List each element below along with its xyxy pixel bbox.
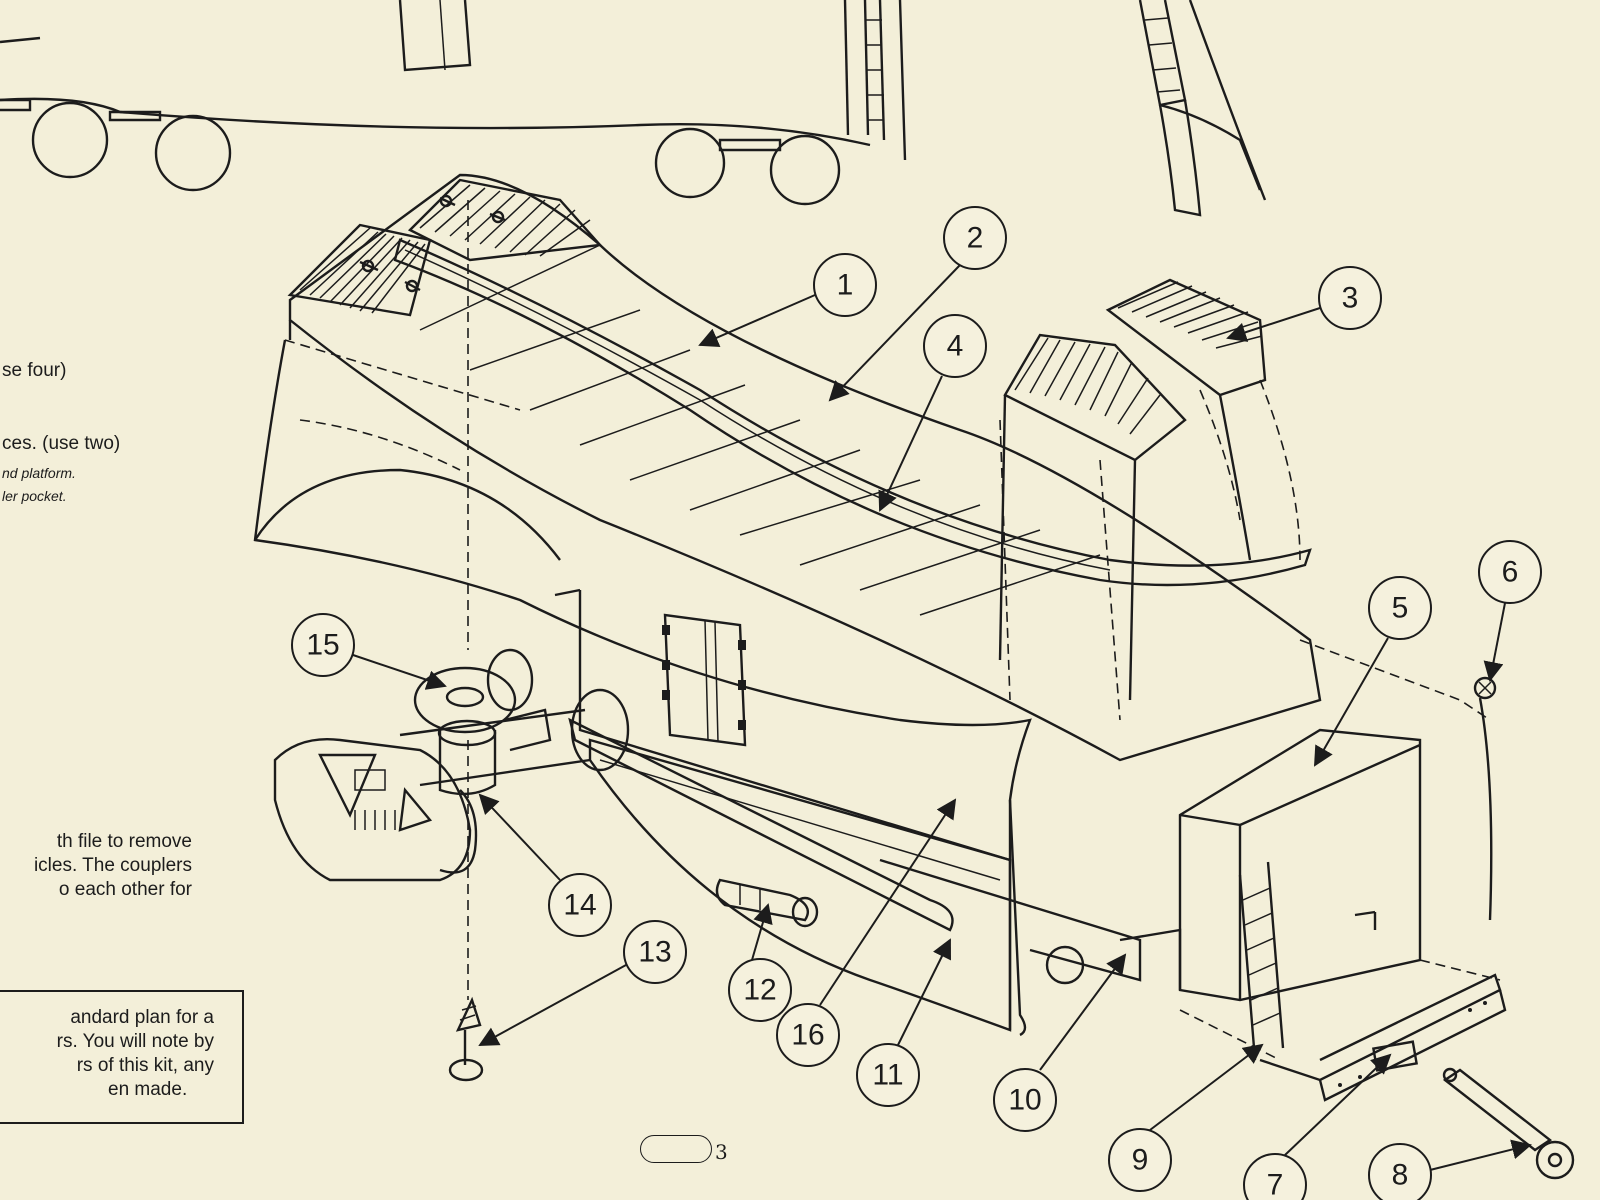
uncoupling-lever	[1442, 1067, 1575, 1180]
callout-2: 2	[943, 206, 1007, 270]
svg-text:4: 4	[947, 330, 964, 363]
side-note-1: se four)	[2, 360, 67, 381]
instruction-paragraph: th file to remove icles. The couplers o …	[2, 830, 192, 902]
brake-wheel-staff	[1473, 676, 1497, 921]
svg-text:12: 12	[743, 974, 776, 1007]
end-platform	[1119, 639, 1507, 1102]
boxed-note-line-1: andard plan for a	[70, 1007, 214, 1028]
svg-text:11: 11	[872, 1059, 903, 1092]
svg-text:2: 2	[967, 222, 984, 255]
car-body	[253, 339, 1142, 1037]
callout-13: 13	[623, 920, 687, 984]
side-note-2: ces. (use two)	[2, 433, 121, 454]
coupler-part	[715, 878, 819, 928]
roof-assembly	[287, 173, 1322, 762]
callout-3: 3	[1318, 266, 1382, 330]
paragraph-line-2: icles. The couplers	[33, 855, 192, 876]
svg-text:5: 5	[1392, 592, 1409, 625]
boxed-note-line-4: en made.	[108, 1079, 188, 1100]
boxed-note: andard plan for a rs. You will note by r…	[0, 990, 244, 1124]
callout-8: 8	[1368, 1143, 1432, 1200]
callout-12: 12	[728, 958, 792, 1022]
svg-text:10: 10	[1008, 1084, 1041, 1117]
svg-text:8: 8	[1392, 1159, 1409, 1192]
mounting-screw	[448, 996, 484, 1082]
callout-14: 14	[548, 873, 612, 937]
callout-15: 15	[291, 613, 355, 677]
side-note-3: nd platform.	[2, 465, 76, 481]
boxed-note-line-3: rs of this kit, any	[76, 1055, 214, 1076]
svg-text:3: 3	[1342, 282, 1359, 315]
svg-text:9: 9	[1132, 1144, 1149, 1177]
svg-text:16: 16	[791, 1019, 824, 1052]
callout-7: 7	[1243, 1153, 1307, 1200]
top-view-drawing	[0, 0, 1267, 217]
svg-text:7: 7	[1267, 1169, 1284, 1200]
union-label-logo	[640, 1135, 712, 1163]
leader-lines	[352, 264, 1532, 1171]
side-note-4: ler pocket.	[2, 488, 67, 504]
paragraph-line-3: o each other for	[58, 879, 192, 900]
boxed-note-line-2: rs. You will note by	[56, 1031, 214, 1052]
callout-10: 10	[993, 1068, 1057, 1132]
callout-5: 5	[1368, 576, 1432, 640]
truck-assembly	[273, 648, 630, 882]
svg-text:1: 1	[837, 269, 854, 302]
callout-16: 16	[776, 1003, 840, 1067]
svg-text:14: 14	[563, 889, 596, 922]
svg-text:15: 15	[306, 629, 339, 662]
callout-9: 9	[1108, 1128, 1172, 1192]
callout-1: 1	[813, 253, 877, 317]
svg-text:6: 6	[1502, 556, 1519, 589]
callout-11: 11	[856, 1043, 920, 1107]
brake-rod	[568, 717, 954, 932]
paragraph-line-1: th file to remove	[56, 831, 192, 852]
callout-6: 6	[1478, 540, 1542, 604]
cupola	[998, 278, 1301, 721]
svg-text:13: 13	[638, 936, 671, 969]
callout-4: 4	[923, 314, 987, 378]
page-number: 3	[715, 1140, 728, 1164]
